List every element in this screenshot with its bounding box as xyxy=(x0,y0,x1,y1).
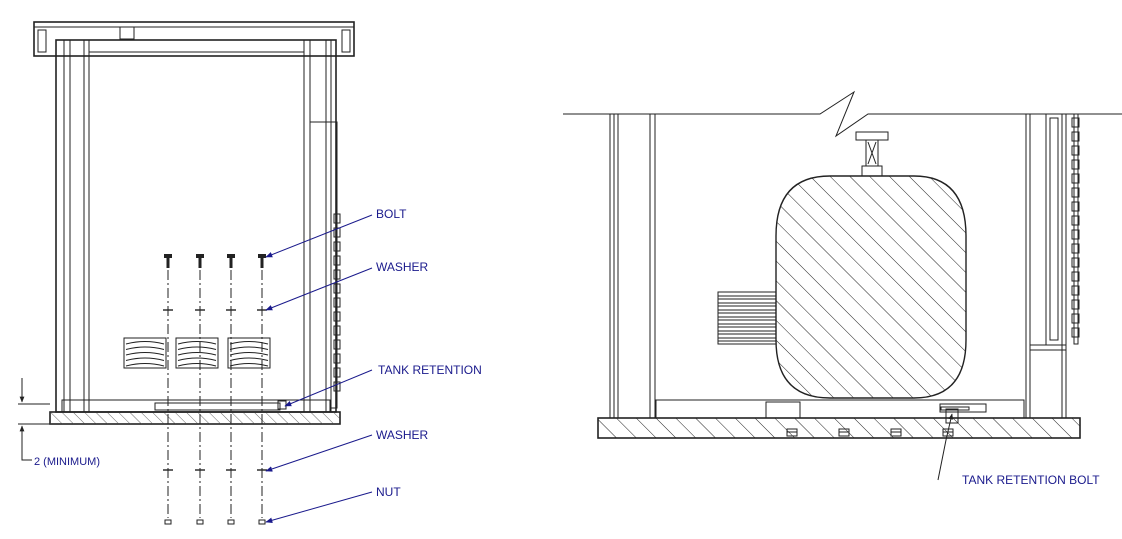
hinge-knuckle xyxy=(1071,215,1080,226)
tank-side-fins xyxy=(717,291,777,345)
enclosure-lid xyxy=(33,21,355,57)
hinge-knuckle xyxy=(333,297,341,308)
hinge-knuckle xyxy=(1071,229,1080,240)
bolt-assembly xyxy=(257,254,267,525)
hinge-knuckle xyxy=(333,381,341,392)
hinge-knuckle xyxy=(1071,327,1080,338)
door-hinges xyxy=(333,213,341,392)
hinge-knuckle xyxy=(1071,187,1080,198)
hinge-knuckle xyxy=(333,325,341,336)
left-enclosure-view: 2 (MINIMUM) BOLT WASHER TANK RETENTION W… xyxy=(18,21,482,525)
hinge-knuckle xyxy=(1071,313,1080,324)
leader-lines xyxy=(265,214,373,523)
hinge-knuckle xyxy=(1071,145,1080,156)
right-tank-view: TANK RETENTION BOLT xyxy=(563,90,1122,487)
hinge-knuckle xyxy=(1071,257,1080,268)
washer-bottom-label: WASHER xyxy=(376,428,429,442)
base-bolts xyxy=(786,428,954,437)
retention-bolt-leader xyxy=(937,413,954,481)
enclosure-base xyxy=(49,399,341,425)
tank-retention-bolt-label: TANK RETENTION BOLT xyxy=(962,473,1100,487)
washer-top-label: WASHER xyxy=(376,260,429,274)
louver-panel xyxy=(227,337,271,369)
right-right-wall xyxy=(1025,113,1079,418)
hinge-knuckle xyxy=(333,255,341,266)
tank xyxy=(775,131,967,399)
hinge-knuckle xyxy=(333,241,341,252)
louver-panel xyxy=(123,337,167,369)
minimum-dimension: 2 (MINIMUM) xyxy=(18,378,100,468)
nut-label: NUT xyxy=(376,485,401,499)
hinge-knuckle xyxy=(1071,285,1080,296)
hinge-knuckle xyxy=(1071,201,1080,212)
hinge-knuckle xyxy=(333,311,341,322)
break-line xyxy=(563,90,1122,138)
bolt-assembly xyxy=(163,254,173,525)
louver-vents xyxy=(123,337,271,369)
hinge-knuckle xyxy=(333,269,341,280)
louver-panel xyxy=(175,337,219,369)
right-base xyxy=(597,399,1081,439)
hinge-knuckle xyxy=(1071,131,1080,142)
hinge-knuckle xyxy=(1071,117,1080,128)
fastener-set xyxy=(163,254,267,525)
tank-retention-label: TANK RETENTION xyxy=(378,363,482,377)
base-bolt xyxy=(838,428,850,437)
base-bolt xyxy=(786,428,798,437)
hinge-knuckle xyxy=(333,339,341,350)
hinge-knuckle xyxy=(1071,271,1080,282)
enclosure-walls xyxy=(55,39,338,413)
hinge-knuckle xyxy=(333,353,341,364)
hinge-knuckle xyxy=(333,227,341,238)
bolt-assembly xyxy=(226,254,236,525)
hinge-knuckle xyxy=(1071,299,1080,310)
hinge-knuckle xyxy=(1071,243,1080,254)
bolt-assembly xyxy=(195,254,205,525)
hinge-knuckle xyxy=(1071,173,1080,184)
hinge-knuckle xyxy=(333,283,341,294)
hinge-knuckle xyxy=(333,213,341,224)
hinge-knuckle xyxy=(333,367,341,378)
right-left-wall xyxy=(609,114,656,418)
base-bolt xyxy=(890,428,902,437)
minimum-dimension-label: 2 (MINIMUM) xyxy=(34,456,100,468)
right-hinges xyxy=(1071,117,1080,338)
hinge-knuckle xyxy=(1071,159,1080,170)
bolt-label: BOLT xyxy=(376,207,407,221)
